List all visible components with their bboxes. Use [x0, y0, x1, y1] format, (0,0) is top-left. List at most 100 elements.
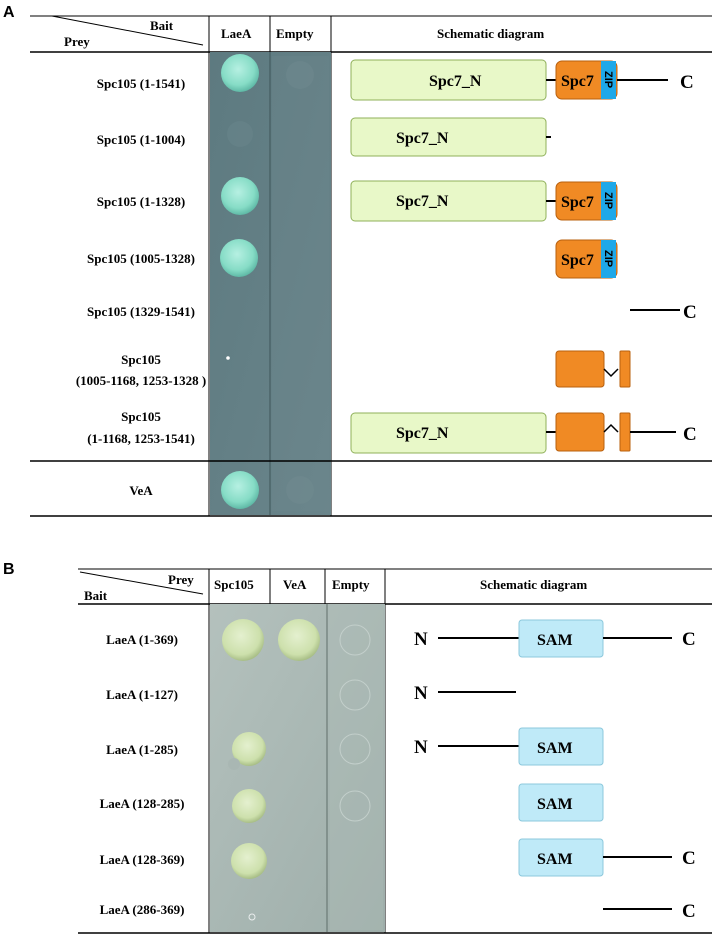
colony	[221, 471, 259, 509]
colony-speck	[226, 356, 230, 360]
panel-b-schematic-header: Schematic diagram	[480, 577, 587, 592]
panel-b-colonies	[222, 619, 371, 921]
construct-1-1541: Spc7_N Spc7 ZIP C	[350, 59, 694, 101]
panel-a-schematic-header: Schematic diagram	[437, 26, 544, 41]
colony-faint	[339, 790, 371, 822]
spc7-label: Spc7	[561, 252, 594, 269]
row-label: LaeA (128-369)	[100, 852, 185, 867]
zip-label: ZIP	[602, 192, 614, 209]
sam-domain	[518, 783, 604, 822]
c-terminus: C	[680, 72, 694, 93]
row-label: LaeA (286-369)	[100, 902, 185, 917]
panel-a-col-empty: Empty	[276, 26, 314, 41]
panel-b-col-vea: VeA	[283, 577, 307, 592]
panel-a-plate	[210, 52, 331, 515]
colony-faint	[227, 121, 253, 147]
panel-a-prey-header: Prey	[64, 34, 90, 49]
row-label: Spc105 (1329-1541)	[87, 304, 195, 319]
panel-a-col-laea: LaeA	[221, 26, 252, 41]
row-label: Spc105	[121, 352, 161, 367]
construct-1005-1168-1253-1328	[555, 350, 631, 388]
colony	[231, 843, 267, 879]
construct-1-1004: Spc7_N	[350, 117, 551, 157]
n-terminus: N	[414, 737, 428, 758]
colony-faint	[286, 476, 314, 504]
colony	[220, 239, 258, 277]
c-terminus: C	[683, 302, 697, 323]
row-label: (1-1168, 1253-1541)	[87, 431, 195, 446]
sam-label: SAM	[537, 632, 573, 649]
panel-a-colonies	[220, 54, 314, 509]
construct-laea-1-369: N SAM C	[414, 619, 696, 658]
spc7n-label: Spc7_N	[396, 130, 449, 147]
colony-faint	[339, 624, 371, 656]
spc7n-label: Spc7_N	[396, 193, 449, 210]
panel-b-col-empty: Empty	[332, 577, 370, 592]
colony-speck	[248, 913, 256, 921]
spc7n-label: Spc7_N	[429, 73, 482, 90]
construct-1005-1328: Spc7 ZIP	[555, 239, 618, 279]
row-label: LaeA (1-369)	[106, 632, 178, 647]
panel-b-label: B	[3, 561, 15, 578]
colony-notch	[228, 758, 240, 770]
panel-b-schematic: N SAM C N N SAM SAM SAM C	[414, 619, 696, 922]
construct-laea-1-127: N	[414, 683, 516, 704]
construct-laea-1-285: N SAM	[414, 727, 604, 766]
c-terminus: C	[683, 424, 697, 445]
panel-b-row-labels: LaeA (1-369) LaeA (1-127) LaeA (1-285) L…	[100, 632, 185, 917]
sam-label: SAM	[537, 740, 573, 757]
row-label: Spc105	[121, 409, 161, 424]
row-label: VeA	[129, 483, 153, 498]
panel-b-bait-header: Bait	[84, 588, 108, 603]
zip-fragment	[619, 350, 631, 388]
panel-a-schematic: Spc7_N Spc7 ZIP C Spc7_N Spc7_N Spc7 ZIP	[350, 59, 697, 454]
colony	[221, 54, 259, 92]
colony-faint	[286, 61, 314, 89]
colony-faint	[339, 679, 371, 711]
row-label: Spc105 (1-1004)	[97, 132, 185, 147]
construct-1-1328: Spc7_N Spc7 ZIP	[350, 180, 618, 222]
colony	[232, 789, 266, 823]
n-terminus: N	[414, 683, 428, 704]
row-label: (1005-1168, 1253-1328 )	[76, 373, 206, 388]
spc7-fragment	[555, 412, 605, 452]
zip-domain	[601, 61, 616, 99]
row-label: LaeA (1-285)	[106, 742, 178, 757]
colony	[222, 619, 264, 661]
spc7n-domain	[350, 180, 547, 222]
spc7n-domain	[350, 117, 547, 157]
zip-label: ZIP	[602, 250, 614, 267]
c-terminus: C	[682, 901, 696, 922]
row-label: Spc105 (1-1328)	[97, 194, 185, 209]
n-terminus: N	[414, 629, 428, 650]
colony	[278, 619, 320, 661]
c-terminus: C	[682, 629, 696, 650]
panel-a-bait-header: Bait	[150, 18, 174, 33]
construct-laea-128-285: SAM	[518, 783, 604, 822]
sam-label: SAM	[537, 851, 573, 868]
spc7-label: Spc7	[561, 73, 594, 90]
zip-fragment	[619, 412, 631, 452]
spc7-fragment	[555, 350, 605, 388]
spc7n-label: Spc7_N	[396, 425, 449, 442]
spc7-label: Spc7	[561, 194, 594, 211]
row-label: Spc105 (1005-1328)	[87, 251, 195, 266]
c-terminus: C	[682, 848, 696, 869]
panel-b-prey-header: Prey	[168, 572, 194, 587]
colony-faint	[339, 733, 371, 765]
spc7n-domain	[350, 412, 547, 454]
zip-label: ZIP	[602, 71, 614, 88]
zip-domain	[601, 182, 616, 220]
colony	[221, 177, 259, 215]
row-label: LaeA (128-285)	[100, 796, 185, 811]
colony	[232, 732, 266, 766]
construct-laea-128-369: SAM C	[518, 838, 696, 877]
panel-a-row-labels: Spc105 (1-1541) Spc105 (1-1004) Spc105 (…	[76, 76, 206, 498]
row-label: Spc105 (1-1541)	[97, 76, 185, 91]
sam-domain	[518, 727, 604, 766]
construct-laea-286-369: C	[603, 901, 696, 922]
zip-domain	[601, 240, 616, 278]
panel-b-col-spc105: Spc105	[214, 577, 254, 592]
row-label: LaeA (1-127)	[106, 687, 178, 702]
